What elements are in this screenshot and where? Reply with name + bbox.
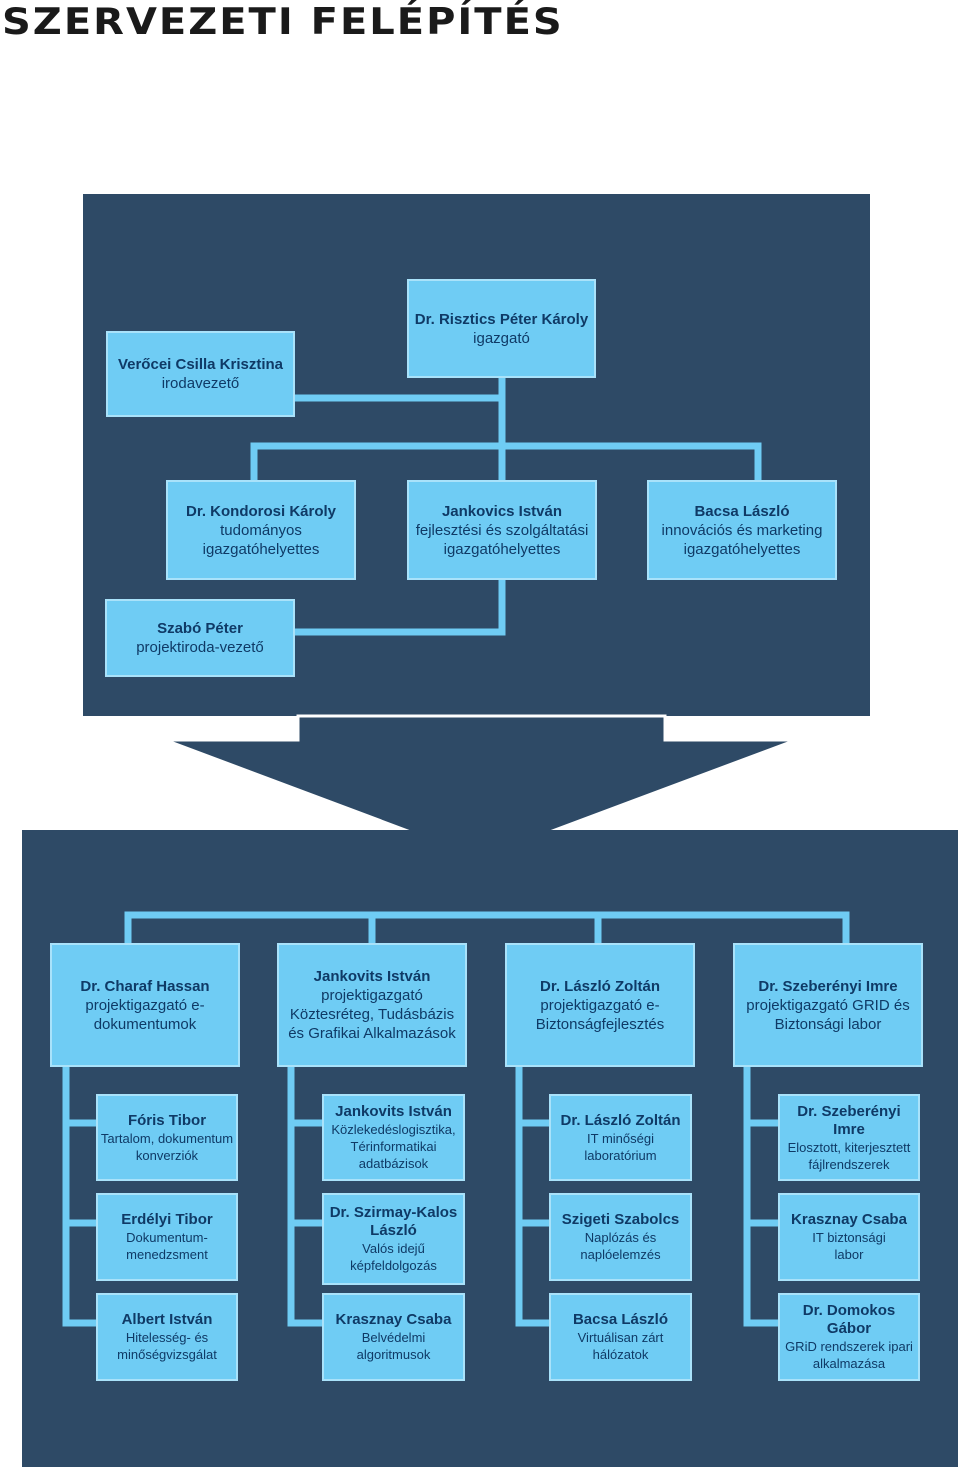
sub-project-box[interactable]: Erdélyi Tibor Dokumentum-menedzsment (96, 1193, 238, 1281)
sub-project-desc: Tartalom, dokumentum konverziók (100, 1130, 234, 1163)
person-name: Jankovits István (313, 968, 431, 985)
sub-project-desc: Virtuálisan zárt hálózatok (577, 1330, 664, 1362)
person-name: Dr. Szeberényi Imre (797, 1102, 901, 1138)
sub-project-desc: Naplózás és naplóelemzés (580, 1230, 661, 1262)
person-name: Krasznay Csaba (335, 1311, 452, 1328)
person-name: Dr. László Zoltán (560, 1111, 681, 1129)
sub-project-desc: Közlekedéslogisztika, Térinformatikai ad… (331, 1122, 456, 1171)
person-name: Bacsa László (572, 1311, 669, 1328)
sub-project-box[interactable]: Dr. Domokos Gábor GRiD rendszerek ipari … (778, 1293, 920, 1381)
person-role: tudományos igazgatóhelyettes (202, 521, 320, 558)
sub-project-box[interactable]: Bacsa László Virtuálisan zárt hálózatok (549, 1293, 692, 1381)
sub-project-box[interactable]: Fóris Tibor Tartalom, dokumentum konverz… (96, 1094, 238, 1181)
sub-project-box[interactable]: Albert István Hitelesség- és minőségvizs… (96, 1293, 238, 1381)
sub-project-desc: Belvédelmi algoritmusok (356, 1330, 431, 1362)
project-director-box[interactable]: Dr. László Zoltán projektigazgató e-Bizt… (505, 943, 695, 1067)
person-name: Dr. Domokos Gábor (802, 1302, 896, 1337)
person-name: Dr. László Zoltán (539, 977, 660, 995)
person-role: projektigazgató e-dokumentumok (85, 996, 205, 1033)
project-director-box[interactable]: Jankovits István projektigazgató Köztesr… (277, 943, 467, 1067)
sub-project-box[interactable]: Dr. László Zoltán IT minőségi laboratóri… (549, 1094, 692, 1181)
sub-project-desc: Valós idejű képfeldolgozás (350, 1241, 437, 1273)
person-name: Jankovits István (335, 1103, 452, 1120)
sub-project-box[interactable]: Krasznay Csaba Belvédelmi algoritmusok (322, 1293, 465, 1381)
person-role: fejlesztési és szolgáltatási igazgatóhel… (415, 521, 589, 558)
person-role: igazgató (473, 329, 530, 347)
person-role: irodavezető (161, 375, 240, 392)
person-name: Szabó Péter (157, 620, 243, 637)
project-office-box[interactable]: Szabó Péter projektiroda-vezető (105, 599, 295, 677)
sub-project-desc: Hitelesség- és minőségvizsgálat (117, 1330, 217, 1362)
person-name: Verőcei Csilla Krisztina (117, 356, 284, 373)
sub-project-desc: Elosztott, kiterjesztett fájlrendszerek (787, 1139, 911, 1172)
sub-project-box[interactable]: Krasznay Csaba IT biztonsági labor (778, 1193, 920, 1281)
person-name: Dr. Charaf Hassan (80, 977, 210, 995)
person-role: innovációs és marketing igazgatóhelyette… (661, 521, 823, 558)
person-role: projektigazgató Köztesréteg, Tudásbázis … (288, 987, 456, 1042)
person-role: projektigazgató GRID és Biztonsági labor (746, 996, 910, 1033)
person-name: Fóris Tibor (127, 1111, 207, 1129)
person-name: Dr. Szeberényi Imre (758, 977, 898, 995)
sub-project-desc: GRiD rendszerek ipari alkalmazása (785, 1339, 913, 1371)
deputy-development-box[interactable]: Jankovics István fejlesztési és szolgált… (407, 480, 597, 580)
person-name: Dr. Risztics Péter Károly (414, 310, 589, 328)
person-name: Bacsa László (694, 502, 790, 520)
person-name: Albert István (121, 1311, 213, 1328)
sub-project-box[interactable]: Szigeti Szabolcs Naplózás és naplóelemzé… (549, 1193, 692, 1281)
sub-project-box[interactable]: Dr. Szirmay-Kalos László Valós idejű kép… (322, 1193, 465, 1285)
sub-project-desc: Dokumentum-menedzsment (126, 1230, 208, 1262)
person-name: Jankovics István (441, 502, 563, 520)
deputy-innovation-box[interactable]: Bacsa László innovációs és marketing iga… (647, 480, 837, 580)
deputy-science-box[interactable]: Dr. Kondorosi Károly tudományos igazgató… (166, 480, 356, 580)
sub-project-desc: IT minőségi laboratórium (584, 1130, 657, 1163)
person-name: Szigeti Szabolcs (561, 1211, 680, 1228)
person-role: projektiroda-vezető (136, 639, 264, 656)
person-role: projektigazgató e-Biztonságfejlesztés (535, 996, 665, 1033)
sub-project-desc: IT biztonsági labor (812, 1230, 886, 1262)
sub-project-box[interactable]: Dr. Szeberényi Imre Elosztott, kiterjesz… (778, 1094, 920, 1181)
person-name: Krasznay Csaba (791, 1211, 907, 1228)
person-name: Dr. Szirmay-Kalos László (329, 1204, 458, 1239)
director-box[interactable]: Dr. Risztics Péter Károly igazgató (407, 279, 596, 378)
person-name: Erdélyi Tibor (121, 1211, 213, 1228)
office-manager-box[interactable]: Verőcei Csilla Krisztina irodavezető (106, 331, 295, 417)
person-name: Dr. Kondorosi Károly (185, 502, 337, 520)
sub-project-box[interactable]: Jankovits István Közlekedéslogisztika, T… (322, 1094, 465, 1181)
project-director-box[interactable]: Dr. Szeberényi Imre projektigazgató GRID… (733, 943, 923, 1067)
project-director-box[interactable]: Dr. Charaf Hassan projektigazgató e-doku… (50, 943, 240, 1067)
page-title: SZERVEZETI FELÉPÍTÉS (2, 1, 564, 44)
